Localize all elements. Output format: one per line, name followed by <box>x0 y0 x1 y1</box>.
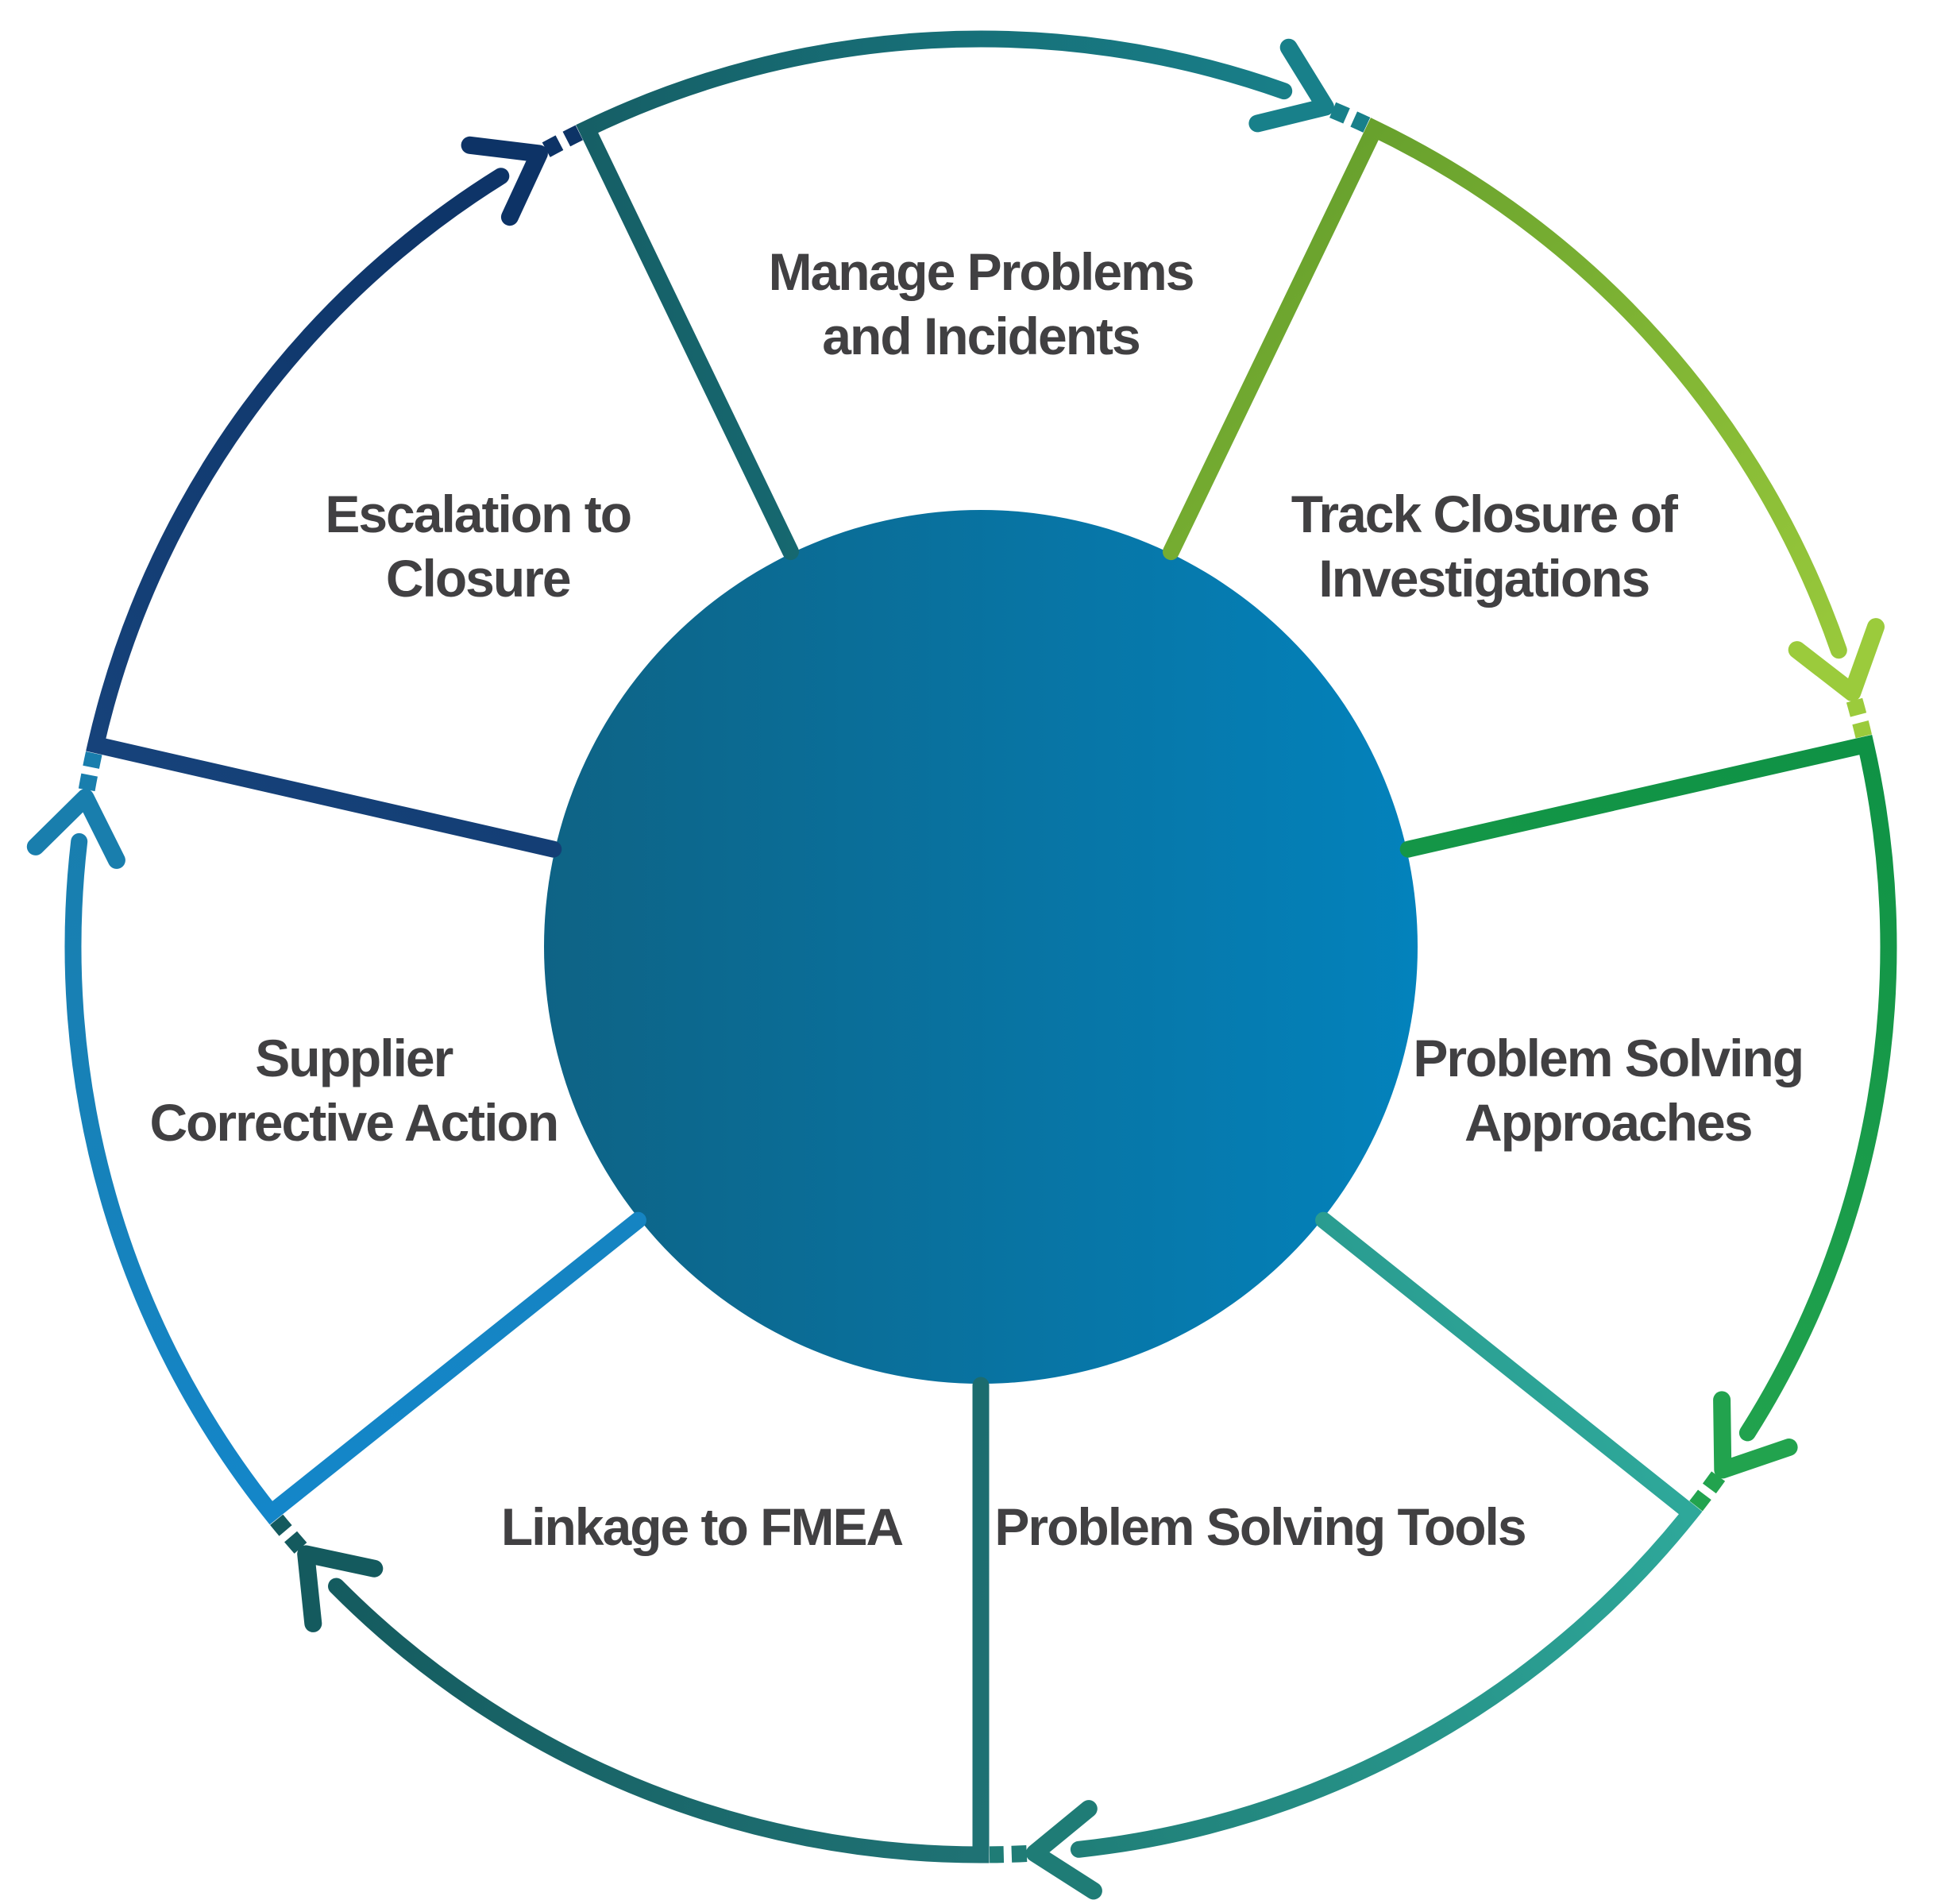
center-circle <box>544 510 1418 1384</box>
segment-label: Problem Solving Tools <box>994 1497 1525 1556</box>
arrowhead-icon <box>1788 618 1885 701</box>
segment-label-line: Escalation to <box>325 485 631 543</box>
segment-label-line: Corrective Action <box>149 1093 558 1152</box>
segment-arc <box>64 832 646 1525</box>
segment-gap-dashes <box>1329 102 1371 133</box>
segment-arc <box>1399 735 1897 1442</box>
segment-arc <box>1163 118 1847 659</box>
segment-problem-solving-tools: Problem Solving Tools <box>989 1211 1703 1900</box>
segment-label-line: Track Closure of <box>1291 485 1679 543</box>
segment-label-line: Investigations <box>1318 549 1649 608</box>
arrowhead-icon <box>1713 1391 1798 1479</box>
segment-gap-dashes <box>1689 1471 1726 1512</box>
segment-label-line: and Incidents <box>822 307 1139 365</box>
segment-label: Linkage to FMEA <box>501 1497 903 1556</box>
segment-label-line: Supplier <box>255 1029 453 1087</box>
segment-arc <box>86 168 562 858</box>
arrowhead-icon <box>26 789 125 869</box>
arrowhead-icon <box>461 136 548 226</box>
segment-label-line: Closure <box>386 549 570 608</box>
segment-label-line: Problem Solving Tools <box>994 1497 1525 1556</box>
segment-gap-dashes <box>270 1514 307 1554</box>
arrowhead-icon <box>297 1545 384 1632</box>
segment-linkage-to-fmea: Linkage to FMEA <box>270 1377 990 1863</box>
segment-label-line: Problem Solving <box>1413 1029 1803 1087</box>
segment-escalation-to-closure: Escalation to Closure <box>86 125 632 858</box>
segment-gap-dashes <box>542 125 583 157</box>
segment-label-line: Linkage to FMEA <box>501 1497 903 1556</box>
segment-arc <box>1070 1211 1703 1858</box>
arrowhead-icon <box>1248 38 1334 133</box>
segment-gap-dashes <box>78 751 102 792</box>
segment-gap-dashes <box>1846 697 1873 739</box>
segment-arc <box>576 30 1293 561</box>
segment-label-line: Approaches <box>1464 1093 1751 1152</box>
segment-manage-problems-and-incidents: Manage Problems and Incidents <box>576 30 1371 561</box>
segment-label: Manage Problems and Incidents <box>769 242 1194 365</box>
segment-track-closure-of-investigations: Track Closure of Investigations <box>1163 118 1885 739</box>
segment-gap-dashes <box>989 1845 1028 1863</box>
segment-arc <box>328 1377 990 1863</box>
segment-label: Escalation to Closure <box>325 485 631 608</box>
arrowhead-icon <box>1025 1800 1102 1900</box>
segment-label-line: Manage Problems <box>769 242 1194 301</box>
segment-label: Track Closure of Investigations <box>1291 485 1679 608</box>
